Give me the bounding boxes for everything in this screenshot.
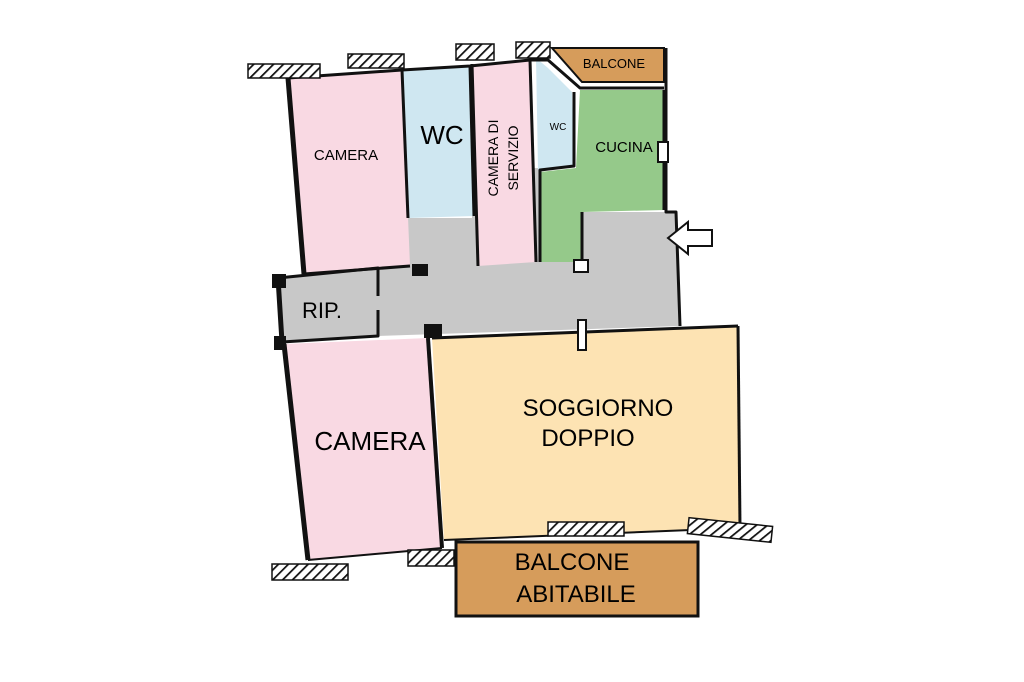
label-rip: RIP. (302, 298, 342, 323)
hatched-walls (247, 41, 774, 581)
label-camera-top: CAMERA (314, 147, 378, 164)
label-camera-bottom: CAMERA (314, 426, 426, 456)
balcone-abitabile (456, 542, 698, 616)
label-balcone-abitabile-1: BALCONE (515, 549, 630, 576)
walls (275, 48, 742, 561)
label-wc-large: WC (420, 120, 463, 150)
wc-small-room (536, 58, 574, 170)
wall-posts (272, 141, 669, 351)
label-camera-servizio-1: CAMERA DI (485, 119, 501, 196)
label-wc-small: WC (550, 122, 567, 133)
arrow-left-icon (666, 219, 713, 257)
camera-bottom-room (284, 338, 442, 560)
label-cucina: CUCINA (595, 139, 653, 156)
cucina-room (540, 90, 664, 262)
camera-servizio-room (472, 60, 536, 266)
soggiorno-room (432, 326, 740, 540)
label-balcone-abitabile-2: ABITABILE (516, 581, 636, 608)
balcone-top (552, 48, 664, 82)
label-soggiorno-1: SOGGIORNO (523, 395, 674, 422)
label-camera-servizio-2: SERVIZIO (505, 125, 521, 190)
label-balcone-top: BALCONE (583, 56, 645, 71)
wc-large-room (402, 66, 474, 218)
camera-top-room (288, 70, 410, 274)
label-soggiorno-2: DOPPIO (541, 425, 634, 452)
